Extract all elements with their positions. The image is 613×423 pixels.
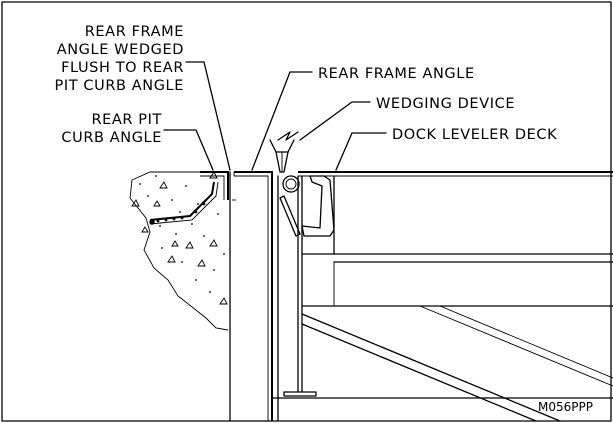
label-rear-pit-curb: REAR PIT CURB ANGLE <box>61 112 162 146</box>
rear-pit-curb-angle <box>200 171 229 200</box>
anchor-bar-edge <box>149 181 219 225</box>
frame-angle-inner <box>234 175 269 421</box>
concrete-pit-wall <box>129 171 229 331</box>
drawing-code: M056PPP <box>538 400 593 414</box>
label-rear-frame-wedged-line-1: REAR FRAME <box>85 24 184 40</box>
rear-frame-angle <box>232 171 279 422</box>
leader-rear-frame-angle <box>251 71 313 171</box>
support-foot <box>283 391 317 397</box>
hinge-pin-inner <box>285 178 297 190</box>
label-wedging-device: WEDGING DEVICE <box>376 96 515 112</box>
diagonal-brace-far <box>419 305 613 387</box>
wedging-device <box>269 131 299 173</box>
frame-angle-outer <box>234 171 273 421</box>
label-rear-frame-wedged: REAR FRAME ANGLE WEDGED FLUSH TO REAR PI… <box>55 24 185 94</box>
leader-wedging-device <box>299 101 371 141</box>
concrete-outline <box>129 171 229 331</box>
curb-angle-inner <box>200 175 225 200</box>
wedge-flare <box>269 139 295 153</box>
concrete-aggregate <box>131 171 228 305</box>
label-rear-frame-angle: REAR FRAME ANGLE <box>318 66 475 82</box>
leader-rear-pit-curb <box>163 129 214 171</box>
wedge-body <box>275 151 289 173</box>
leader-dock-leveler-deck <box>335 132 387 171</box>
diagonal-brace-lower <box>301 323 537 422</box>
label-rear-pit-curb-line-1: REAR PIT <box>91 112 162 128</box>
curb-angle-legs <box>200 171 229 200</box>
label-rear-pit-curb-line-2: CURB ANGLE <box>61 130 162 146</box>
diagonal-brace-upper <box>301 313 561 422</box>
deck-header-channel <box>301 175 335 237</box>
hinge-pin <box>282 175 300 193</box>
wedge-break-symbol <box>277 131 299 141</box>
hinge-strut <box>279 195 301 237</box>
support-structure <box>283 175 613 422</box>
leader-lines <box>163 61 387 171</box>
hinge-assembly <box>279 175 301 237</box>
label-rear-frame-wedged-line-3: FLUSH TO REAR <box>61 60 184 76</box>
concrete-dots <box>139 175 225 293</box>
label-rear-frame-wedged-line-2: ANGLE WEDGED <box>57 42 184 58</box>
dock-leveler-deck <box>298 171 613 306</box>
leader-rear-frame-wedged <box>185 61 231 171</box>
label-dock-leveler-deck: DOCK LEVELER DECK <box>392 127 557 143</box>
anchor-bar <box>149 181 215 221</box>
anchor-bar-end <box>149 219 155 225</box>
label-rear-frame-wedged-line-4: PIT CURB ANGLE <box>55 78 185 94</box>
